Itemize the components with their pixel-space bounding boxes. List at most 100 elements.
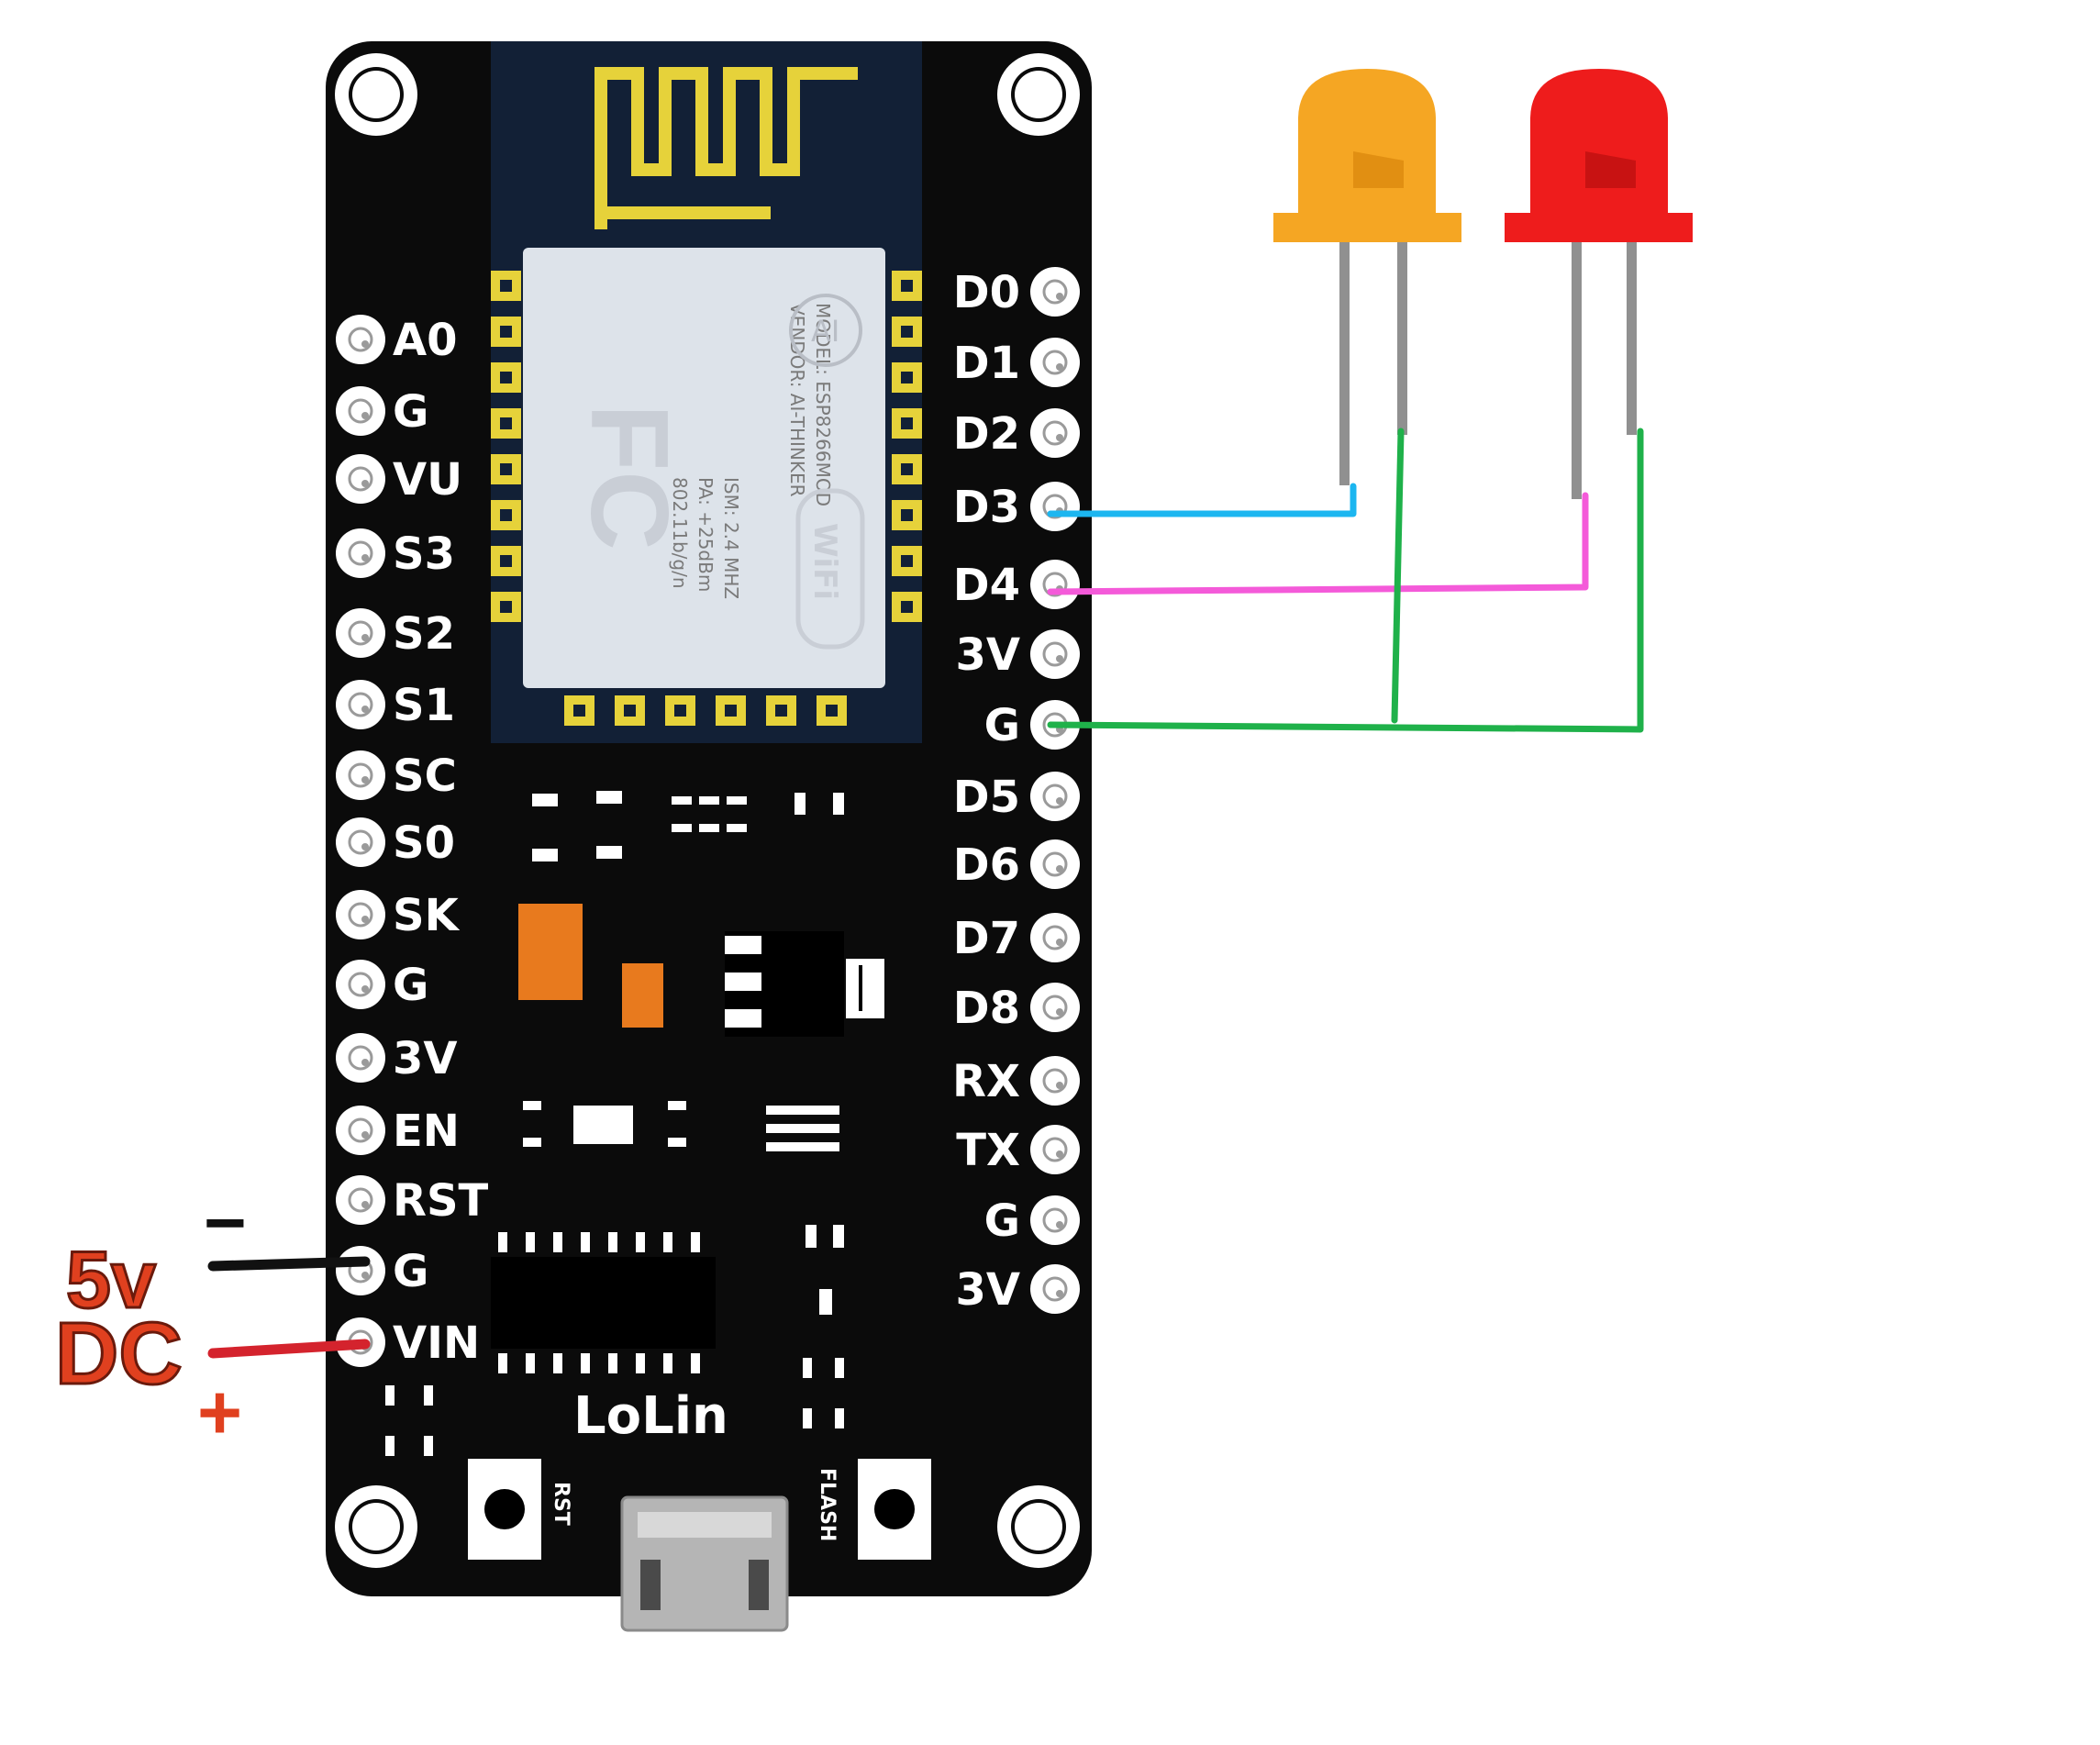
pin-label: 3V bbox=[955, 1264, 1020, 1316]
pin-right-tx[interactable] bbox=[1030, 1125, 1080, 1174]
pin-label: D3 bbox=[953, 482, 1020, 533]
pin-label: RX bbox=[952, 1056, 1020, 1107]
wifi-logo-icon bbox=[795, 488, 865, 650]
wire-positive bbox=[207, 1339, 371, 1359]
pin-label: D8 bbox=[953, 983, 1020, 1034]
module-markings: FC MODEL: ESP8266MOD VENDOR: AI-THINKER … bbox=[568, 294, 865, 650]
pin-label: D6 bbox=[953, 839, 1020, 891]
pin-left-en[interactable] bbox=[336, 1106, 385, 1155]
pin-label: G bbox=[984, 1195, 1020, 1247]
module-line-5: 802.11b/g/n bbox=[669, 477, 691, 589]
pin-right-rx[interactable] bbox=[1030, 1056, 1080, 1106]
module-pads-right bbox=[892, 271, 922, 622]
pin-label: SK bbox=[393, 890, 461, 941]
pin-label: G bbox=[984, 700, 1020, 751]
pin-label: D1 bbox=[953, 338, 1020, 389]
wire-negative bbox=[207, 1256, 371, 1272]
micro-usb-port[interactable] bbox=[620, 1495, 789, 1632]
pin-label: D4 bbox=[953, 560, 1020, 611]
pin-label: G bbox=[393, 386, 428, 438]
pin-right-d5[interactable] bbox=[1030, 772, 1080, 821]
pin-label: TX bbox=[956, 1125, 1020, 1176]
pin-label: 3V bbox=[393, 1033, 458, 1084]
fcc-logo: FC bbox=[568, 404, 691, 550]
pin-label: VIN bbox=[393, 1317, 480, 1369]
pin-label: SC bbox=[393, 750, 457, 802]
pin-right-d1[interactable] bbox=[1030, 338, 1080, 387]
pin-label: RST bbox=[393, 1175, 489, 1227]
module-line-1: MODEL: ESP8266MOD bbox=[812, 303, 834, 506]
brand-label: LoLin bbox=[573, 1386, 728, 1446]
pin-right-d4[interactable] bbox=[1030, 560, 1080, 609]
led-orange bbox=[1273, 69, 1461, 485]
pin-right-3v[interactable] bbox=[1030, 1264, 1080, 1314]
flash-button-label: FLASH bbox=[816, 1468, 839, 1541]
pin-right-d0[interactable] bbox=[1030, 267, 1080, 317]
pin-label: A0 bbox=[393, 315, 458, 366]
pin-left-s3[interactable] bbox=[336, 528, 385, 578]
pin-left-a0[interactable] bbox=[336, 315, 385, 364]
pin-right-g[interactable] bbox=[1030, 1195, 1080, 1245]
pin-right-3v[interactable] bbox=[1030, 629, 1080, 679]
module-line-4: PA: +25dBm bbox=[694, 477, 717, 592]
power-annotation: − 5v DC + bbox=[54, 1182, 247, 1455]
ai-logo-text: AI bbox=[811, 314, 839, 349]
pin-left-sk[interactable] bbox=[336, 890, 385, 939]
pin-left-s2[interactable] bbox=[336, 608, 385, 658]
wire-gnd-main bbox=[1047, 428, 1644, 733]
pin-left-s1[interactable] bbox=[336, 680, 385, 729]
pin-label: EN bbox=[393, 1106, 460, 1157]
rst-button[interactable] bbox=[468, 1459, 541, 1560]
module-line-3: ISM: 2.4 MHZ bbox=[720, 477, 742, 599]
smd-components bbox=[385, 791, 884, 1456]
usb-serial-chip bbox=[491, 1257, 716, 1349]
pin-label: S2 bbox=[393, 608, 455, 660]
ai-logo-icon bbox=[789, 294, 862, 367]
nodemcu-board: FC MODEL: ESP8266MOD VENDOR: AI-THINKER … bbox=[326, 41, 1092, 1632]
pin-label: S0 bbox=[393, 817, 455, 869]
pin-left-sc[interactable] bbox=[336, 750, 385, 800]
led-red bbox=[1505, 69, 1693, 499]
capacitor-orange-small bbox=[622, 963, 663, 1028]
wire-d3-to-orange-led bbox=[1047, 483, 1357, 517]
pin-right-d6[interactable] bbox=[1030, 839, 1080, 889]
minus-sign: − bbox=[204, 1182, 247, 1263]
flash-button[interactable] bbox=[858, 1459, 931, 1560]
pin-left-rst[interactable] bbox=[336, 1175, 385, 1225]
pin-label: S3 bbox=[393, 528, 455, 580]
mounting-holes bbox=[335, 53, 1080, 1568]
pin-label: S1 bbox=[393, 680, 455, 731]
module-pads-left bbox=[491, 271, 521, 622]
pin-left-g[interactable] bbox=[336, 960, 385, 1009]
rst-button-label: RST bbox=[550, 1482, 572, 1526]
pin-right-d7[interactable] bbox=[1030, 913, 1080, 962]
module-pads-bottom bbox=[564, 695, 847, 726]
pin-right-d3[interactable] bbox=[1030, 482, 1080, 531]
capacitor-orange bbox=[518, 904, 583, 1000]
plus-sign: + bbox=[197, 1369, 242, 1455]
wire-gnd-orange-led bbox=[1391, 428, 1405, 724]
pin-label: G bbox=[393, 960, 428, 1011]
pin-left-3v[interactable] bbox=[336, 1033, 385, 1083]
pcb-antenna bbox=[594, 67, 858, 229]
module-shield-can bbox=[523, 248, 885, 688]
pin-left-g[interactable] bbox=[336, 1246, 385, 1295]
wires bbox=[207, 428, 1644, 1359]
pin-label: G bbox=[393, 1246, 428, 1297]
pin-left-g[interactable] bbox=[336, 386, 385, 436]
pin-label: D0 bbox=[953, 267, 1020, 318]
wire-d4-to-red-led bbox=[1047, 492, 1589, 595]
pin-label: 3V bbox=[955, 629, 1020, 681]
pin-label: VU bbox=[393, 454, 462, 506]
pin-left-vu[interactable] bbox=[336, 454, 385, 504]
pin-right-d8[interactable] bbox=[1030, 983, 1080, 1032]
dc-label: DC bbox=[55, 1305, 183, 1403]
pin-right-d2[interactable] bbox=[1030, 408, 1080, 458]
voltage-label: 5v bbox=[66, 1234, 156, 1325]
pin-label: D2 bbox=[953, 408, 1020, 460]
wifi-logo-text: WiFi bbox=[806, 523, 843, 600]
pin-label: D7 bbox=[953, 913, 1020, 964]
pin-left-s0[interactable] bbox=[336, 817, 385, 867]
